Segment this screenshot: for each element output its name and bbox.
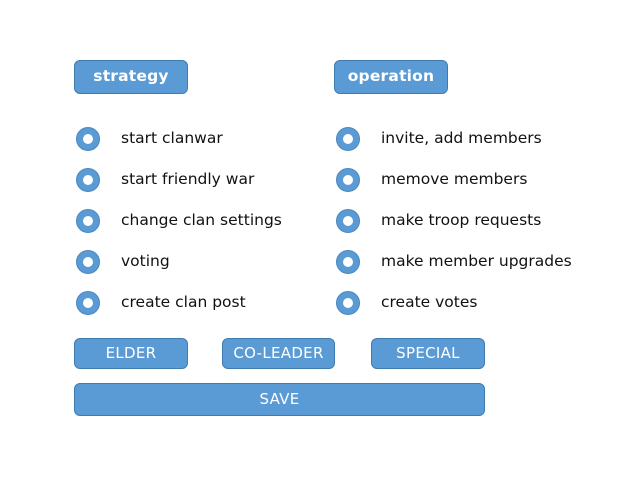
option-label: make troop requests (381, 211, 542, 230)
column-header-strategy[interactable]: strategy (74, 60, 188, 94)
radio-ring-icon[interactable] (336, 209, 360, 233)
radio-ring-icon[interactable] (336, 127, 360, 151)
column-header-strategy-label: strategy (93, 67, 169, 86)
radio-ring-icon[interactable] (76, 250, 100, 274)
radio-ring-icon[interactable] (336, 250, 360, 274)
save-button-label: SAVE (259, 390, 300, 408)
option-row[interactable]: make member upgrades (336, 249, 572, 275)
role-button-elder[interactable]: ELDER (74, 338, 188, 369)
option-row[interactable]: start clanwar (76, 126, 223, 152)
radio-ring-icon[interactable] (336, 168, 360, 192)
radio-ring-icon[interactable] (76, 209, 100, 233)
radio-ring-icon[interactable] (76, 291, 100, 315)
option-label: start clanwar (121, 129, 223, 148)
option-row[interactable]: make troop requests (336, 208, 541, 234)
option-row[interactable]: create votes (336, 290, 477, 316)
column-header-operation-label: operation (347, 67, 435, 86)
role-button-coleader[interactable]: CO-LEADER (222, 338, 335, 369)
option-row[interactable]: invite, add members (336, 126, 542, 152)
column-header-operation[interactable]: operation (334, 60, 448, 94)
radio-ring-icon[interactable] (336, 291, 360, 315)
save-button[interactable]: SAVE (74, 383, 485, 416)
option-row[interactable]: start friendly war (76, 167, 254, 193)
role-button-elder-label: ELDER (105, 344, 157, 362)
option-label: memove members (381, 170, 528, 189)
role-button-special-label: SPECIAL (396, 344, 460, 362)
role-button-coleader-label: CO-LEADER (233, 344, 324, 362)
radio-ring-icon[interactable] (76, 127, 100, 151)
option-row[interactable]: memove members (336, 167, 527, 193)
radio-ring-icon[interactable] (76, 168, 100, 192)
option-label: invite, add members (381, 129, 542, 148)
role-button-special[interactable]: SPECIAL (371, 338, 485, 369)
option-label: change clan settings (121, 211, 282, 230)
option-label: make member upgrades (381, 252, 572, 271)
option-label: create clan post (121, 293, 246, 312)
option-row[interactable]: change clan settings (76, 208, 282, 234)
option-label: create votes (381, 293, 478, 312)
option-label: start friendly war (121, 170, 255, 189)
option-row[interactable]: create clan post (76, 290, 246, 316)
option-label: voting (121, 252, 170, 271)
option-row[interactable]: voting (76, 249, 170, 275)
